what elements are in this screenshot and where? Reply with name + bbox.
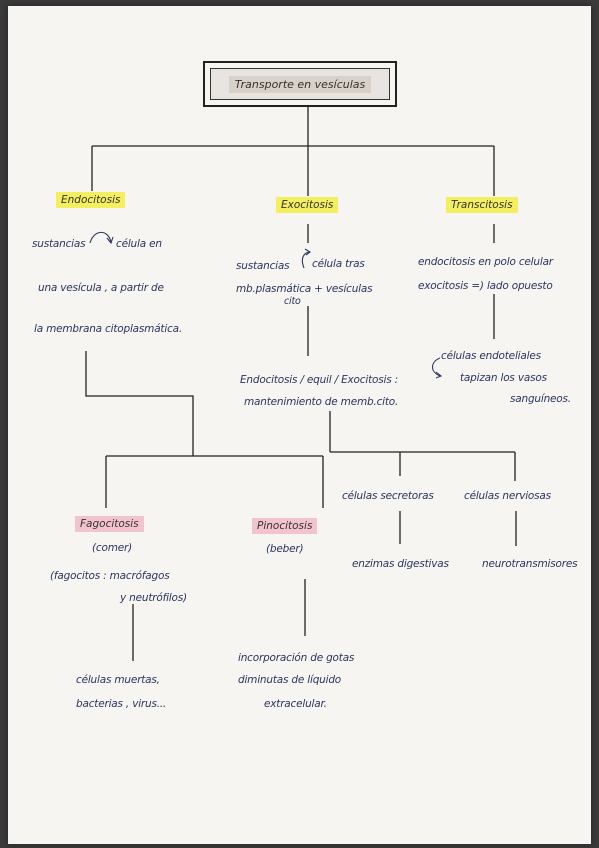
transcitosis-line1: endocitosis en polo celular — [418, 256, 553, 268]
exocitosis-line2: mb.plasmática + vesículas — [236, 283, 373, 295]
pinocitosis-sub: (beber) — [266, 543, 304, 555]
fagocitosis-line4: bacterias , virus... — [76, 698, 167, 710]
pinocitosis-label: Pinocitosis — [252, 518, 318, 534]
pinocitosis-line2: diminutas de líquido — [238, 674, 342, 686]
fagocitosis-line2: y neutrófilos) — [120, 592, 187, 604]
pinocitosis-line1: incorporación de gotas — [238, 652, 355, 664]
pinocitosis-line3: extracelular. — [264, 698, 327, 710]
notebook-page: Transporte en vesículas Endocitosis sust… — [8, 6, 591, 844]
endocitosis-line3: la membrana citoplasmática. — [34, 323, 183, 335]
transcitosis-line3: células endoteliales — [441, 350, 541, 362]
fagocitosis-sub: (comer) — [92, 542, 132, 554]
secretoras-detail: enzimas digestivas — [352, 558, 449, 570]
fagocitosis-label: Fagocitosis — [75, 516, 144, 532]
nerviosas-detail: neurotransmisores — [482, 558, 578, 570]
endocitosis-line2: una vesícula , a partir de — [38, 282, 164, 294]
transcitosis-line5: sanguíneos. — [510, 393, 571, 405]
transcitosis-line4: tapizan los vasos — [460, 372, 547, 384]
secretoras-label: células secretoras — [342, 490, 434, 502]
exocitosis-line3: Endocitosis / equil / Exocitosis : — [240, 374, 398, 386]
exocitosis-line1b: célula tras — [312, 258, 365, 270]
endocitosis-line1b: célula en — [116, 238, 162, 250]
transcitosis-label: Transcitosis — [446, 197, 518, 213]
transcitosis-line2: exocitosis =) lado opuesto — [418, 280, 553, 292]
title-inner-frame: Transporte en vesículas — [210, 68, 390, 100]
nerviosas-label: células nerviosas — [464, 490, 551, 502]
title-box: Transporte en vesículas — [203, 61, 397, 107]
page-title: Transporte en vesículas — [228, 75, 372, 93]
endocitosis-label: Endocitosis — [56, 192, 126, 208]
endocitosis-line1: sustancias — [32, 238, 86, 250]
exocitosis-line1: sustancias — [236, 260, 290, 272]
exocitosis-label: Exocitosis — [276, 197, 339, 213]
fagocitosis-line3: células muertas, — [76, 674, 160, 686]
exocitosis-line2b: cito — [284, 296, 301, 307]
fagocitosis-line1: (fagocitos : macrófagos — [50, 570, 170, 582]
exocitosis-line4: mantenimiento de memb.cito. — [244, 396, 399, 408]
connector-lines — [85, 107, 517, 661]
